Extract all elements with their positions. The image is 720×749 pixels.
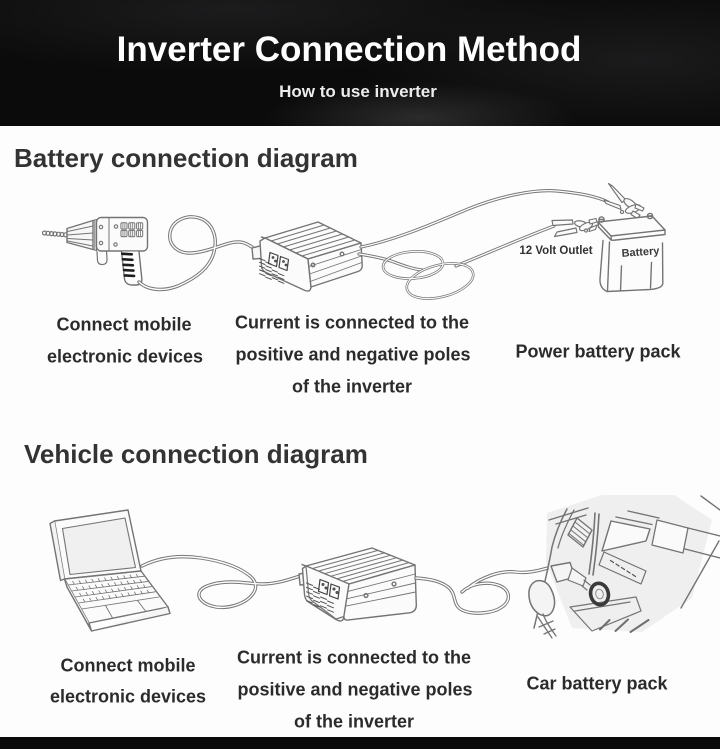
svg-text:12 Volt Outlet: 12 Volt Outlet <box>519 245 592 257</box>
svg-text:Battery: Battery <box>621 245 661 260</box>
